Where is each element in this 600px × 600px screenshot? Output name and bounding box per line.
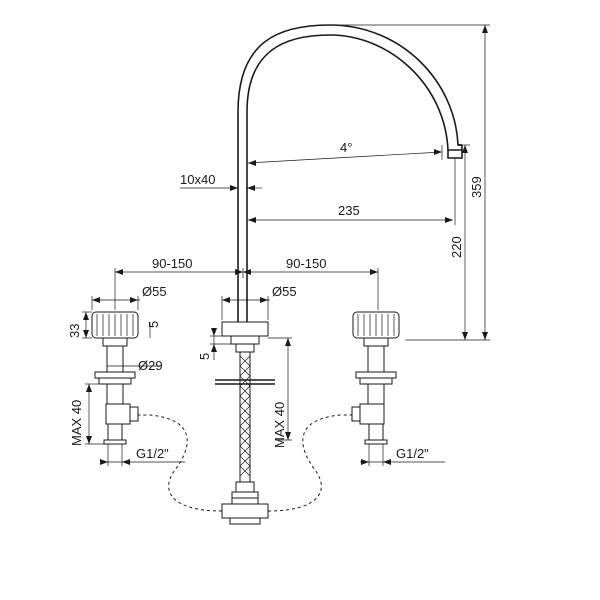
thread-right-label: G1/2"	[396, 446, 429, 461]
thread-left-label: G1/2"	[136, 446, 169, 461]
max-left-label: MAX 40	[69, 400, 84, 446]
angle-label: 4°	[340, 140, 352, 155]
reach-label: 235	[338, 203, 360, 218]
connection-hoses	[130, 414, 358, 512]
spout	[237, 24, 463, 322]
shank-diameter-label: Ø29	[138, 358, 163, 373]
dimension-arrows	[83, 25, 488, 465]
handle-diameter-label: Ø55	[142, 284, 167, 299]
handle-step-label: 5	[146, 321, 161, 328]
max-center-label: MAX 40	[272, 402, 287, 448]
stem-size-label: 10x40	[180, 172, 215, 187]
spout-base-diameter-label: Ø55	[272, 284, 297, 299]
base-step-label: 5	[197, 353, 212, 360]
spout-base	[215, 321, 275, 385]
height-spout-label: 220	[449, 236, 464, 258]
spacing-right-label: 90-150	[286, 256, 326, 271]
braided-hose	[239, 352, 251, 482]
spacing-left-label: 90-150	[152, 256, 192, 271]
dimension-labels: 4° 10x40 235 220 359 90-150 90-150 Ø55 Ø…	[67, 140, 484, 461]
handle-height-label: 33	[67, 324, 82, 338]
height-total-label: 359	[469, 176, 484, 198]
t-connector	[221, 481, 269, 525]
left-valve	[91, 311, 139, 445]
right-valve	[351, 311, 400, 445]
